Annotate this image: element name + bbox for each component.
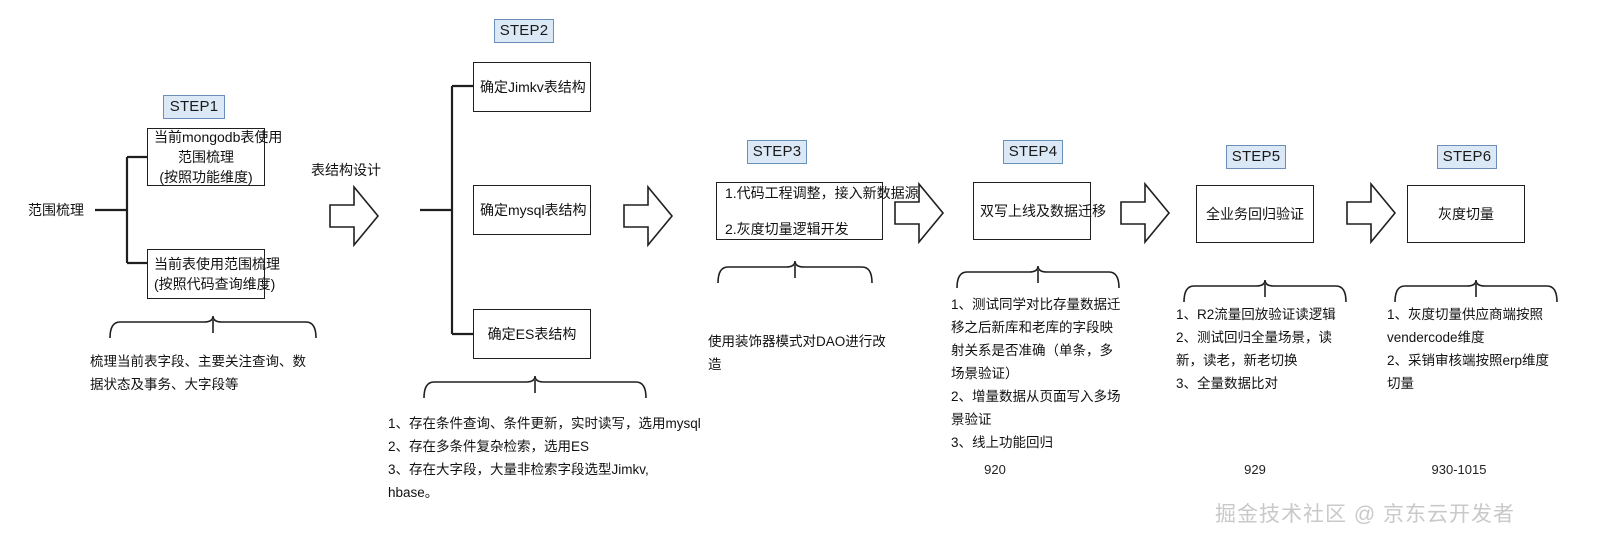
watermark-text: 掘金技术社区 @ 京东云开发者	[1215, 503, 1515, 526]
node-step4-box1: 双写上线及数据迁移	[973, 182, 1106, 240]
note-step2-line2: 2、存在多条件复杂检索，选用ES	[388, 439, 590, 454]
note-step2: 1、存在条件查询、条件更新，实时读写，选用mysql 2、存在多条件复杂检索，选…	[388, 412, 718, 504]
node-step2-box2-line1: 确定mysql表结构	[480, 202, 587, 218]
note-step4-line6: 景验证	[951, 412, 992, 427]
node-step1-box2-line2: (按照代码查询维度)	[154, 276, 276, 292]
node-step1-box1: 当前mongodb表使用 范围梳理 (按照功能维度)	[147, 128, 283, 186]
note-step6-line3: 2、采销审核端按照erp维度	[1387, 353, 1550, 368]
note-step1-line2: 据状态及事务、大字段等	[90, 377, 239, 392]
brace-step5	[1183, 279, 1347, 303]
note-step5-line3: 新，读老，新老切换	[1176, 353, 1298, 368]
note-step5: 1、R2流量回放验证读逻辑 2、测试回归全量场景，读 新，读老，新老切换 3、全…	[1176, 303, 1361, 395]
node-step2-box3: 确定ES表结构	[473, 309, 591, 359]
step-pill-step3: STEP3	[747, 140, 807, 164]
note-step6: 1、灰度切量供应商端按照 vendercode维度 2、采销审核端按照erp维度…	[1387, 303, 1577, 395]
step-pill-step1: STEP1	[163, 95, 225, 119]
note-step5-line1: 1、R2流量回放验证读逻辑	[1176, 307, 1336, 322]
number-step4: 920	[984, 462, 1006, 477]
node-step3-box1-line2: 2.灰度切量逻辑开发	[725, 221, 849, 237]
number-step5: 929	[1244, 462, 1266, 477]
brace-step4	[956, 265, 1120, 289]
note-step4-line4: 场景验证）	[951, 366, 1019, 381]
note-step2-line1: 1、存在条件查询、条件更新，实时读写，选用mysql	[388, 416, 701, 431]
brace-step6	[1394, 279, 1558, 303]
note-step4-line1: 1、测试同学对比存量数据迁	[951, 297, 1121, 312]
connector-label-table-design: 表结构设计	[311, 162, 381, 178]
note-step4: 1、测试同学对比存量数据迁 移之后新库和老库的字段映 射关系是否准确（单条，多 …	[951, 293, 1136, 454]
step-pill-step4: STEP4	[1003, 140, 1063, 164]
arrow-step5-to-step6-icon	[1346, 181, 1397, 245]
node-step1-box1-line1: 当前mongodb表使用	[154, 129, 283, 145]
note-step3-line1: 使用装饰器模式对DAO进行改	[708, 334, 886, 349]
note-step5-line2: 2、测试回归全量场景，读	[1176, 330, 1333, 345]
node-step1-box1-line2: 范围梳理	[178, 149, 234, 165]
note-step4-line5: 2、增量数据从页面写入多场	[951, 389, 1121, 404]
step-pill-step6: STEP6	[1437, 145, 1497, 169]
arrow-step3-to-step4-icon	[894, 181, 945, 245]
note-step3: 使用装饰器模式对DAO进行改 造	[708, 330, 888, 376]
node-step6-box1: 灰度切量	[1407, 185, 1525, 243]
branch-connector-step1	[95, 155, 151, 265]
note-step2-line3: 3、存在大字段，大量非检索字段选型Jimkv,	[388, 462, 649, 477]
node-step6-box1-line1: 灰度切量	[1438, 206, 1494, 222]
node-step5-box1: 全业务回归验证	[1196, 185, 1314, 243]
node-step2-box3-line1: 确定ES表结构	[487, 326, 577, 342]
brace-step1	[109, 315, 317, 339]
note-step6-line1: 1、灰度切量供应商端按照	[1387, 307, 1544, 322]
step-pill-step5: STEP5	[1226, 145, 1286, 169]
root-label-scope: 范围梳理	[28, 202, 84, 218]
arrow-step2-to-step3-icon	[623, 184, 674, 248]
node-step1-box2-line1: 当前表使用范围梳理	[154, 256, 280, 272]
node-step2-box2: 确定mysql表结构	[473, 185, 591, 235]
note-step4-line2: 移之后新库和老库的字段映	[951, 320, 1113, 335]
node-step4-box1-line1: 双写上线及数据迁移	[980, 203, 1106, 219]
branch-connector-step2	[420, 84, 474, 336]
node-step1-box2: 当前表使用范围梳理 (按照代码查询维度)	[147, 249, 280, 299]
number-step6: 930-1015	[1431, 462, 1487, 477]
arrow-step4-to-step5-icon	[1120, 181, 1171, 245]
node-step5-box1-line1: 全业务回归验证	[1206, 206, 1304, 222]
note-step1: 梳理当前表字段、主要关注查询、数 据状态及事务、大字段等	[90, 350, 340, 396]
note-step5-line4: 3、全量数据比对	[1176, 376, 1279, 391]
brace-step3	[717, 260, 873, 284]
node-step1-box1-line3: (按照功能维度)	[159, 169, 253, 185]
note-step4-line3: 射关系是否准确（单条，多	[951, 343, 1113, 358]
note-step4-line7: 3、线上功能回归	[951, 435, 1054, 450]
node-step3-box1-line1: 1.代码工程调整，接入新数据源	[725, 185, 919, 201]
node-step2-box1-line1: 确定Jimkv表结构	[480, 79, 586, 95]
note-step3-line2: 造	[708, 357, 722, 372]
arrow-step1-to-step2-icon	[329, 184, 380, 248]
note-step6-line2: vendercode维度	[1387, 330, 1485, 345]
node-step3-box1: 1.代码工程调整，接入新数据源 2.灰度切量逻辑开发	[716, 182, 919, 240]
note-step6-line4: 切量	[1387, 376, 1414, 391]
brace-step2	[423, 375, 647, 399]
note-step1-line1: 梳理当前表字段、主要关注查询、数	[90, 354, 306, 369]
note-step2-line4: hbase。	[388, 485, 439, 500]
node-step2-box1: 确定Jimkv表结构	[473, 62, 591, 112]
step-pill-step2: STEP2	[494, 19, 554, 43]
